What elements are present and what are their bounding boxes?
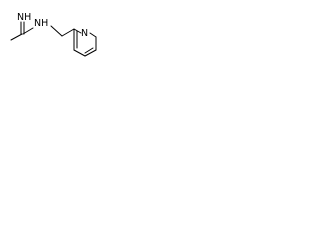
- amidine-to-nh-bond: [22, 27, 34, 35]
- methyl-bond: [10, 33, 23, 41]
- nh-to-ch2-bond: [50, 25, 63, 37]
- imine-nh-label: NH: [17, 12, 31, 23]
- ch2-to-ring-bond: [61, 28, 75, 37]
- amine-nh-label: NH: [34, 18, 48, 29]
- ring-nitrogen-label: N: [81, 28, 88, 39]
- imine-double-bond: [20, 21, 25, 35]
- chemical-structure-diagram: NH NH N: [10, 12, 97, 57]
- pyridine-ring: [73, 28, 97, 57]
